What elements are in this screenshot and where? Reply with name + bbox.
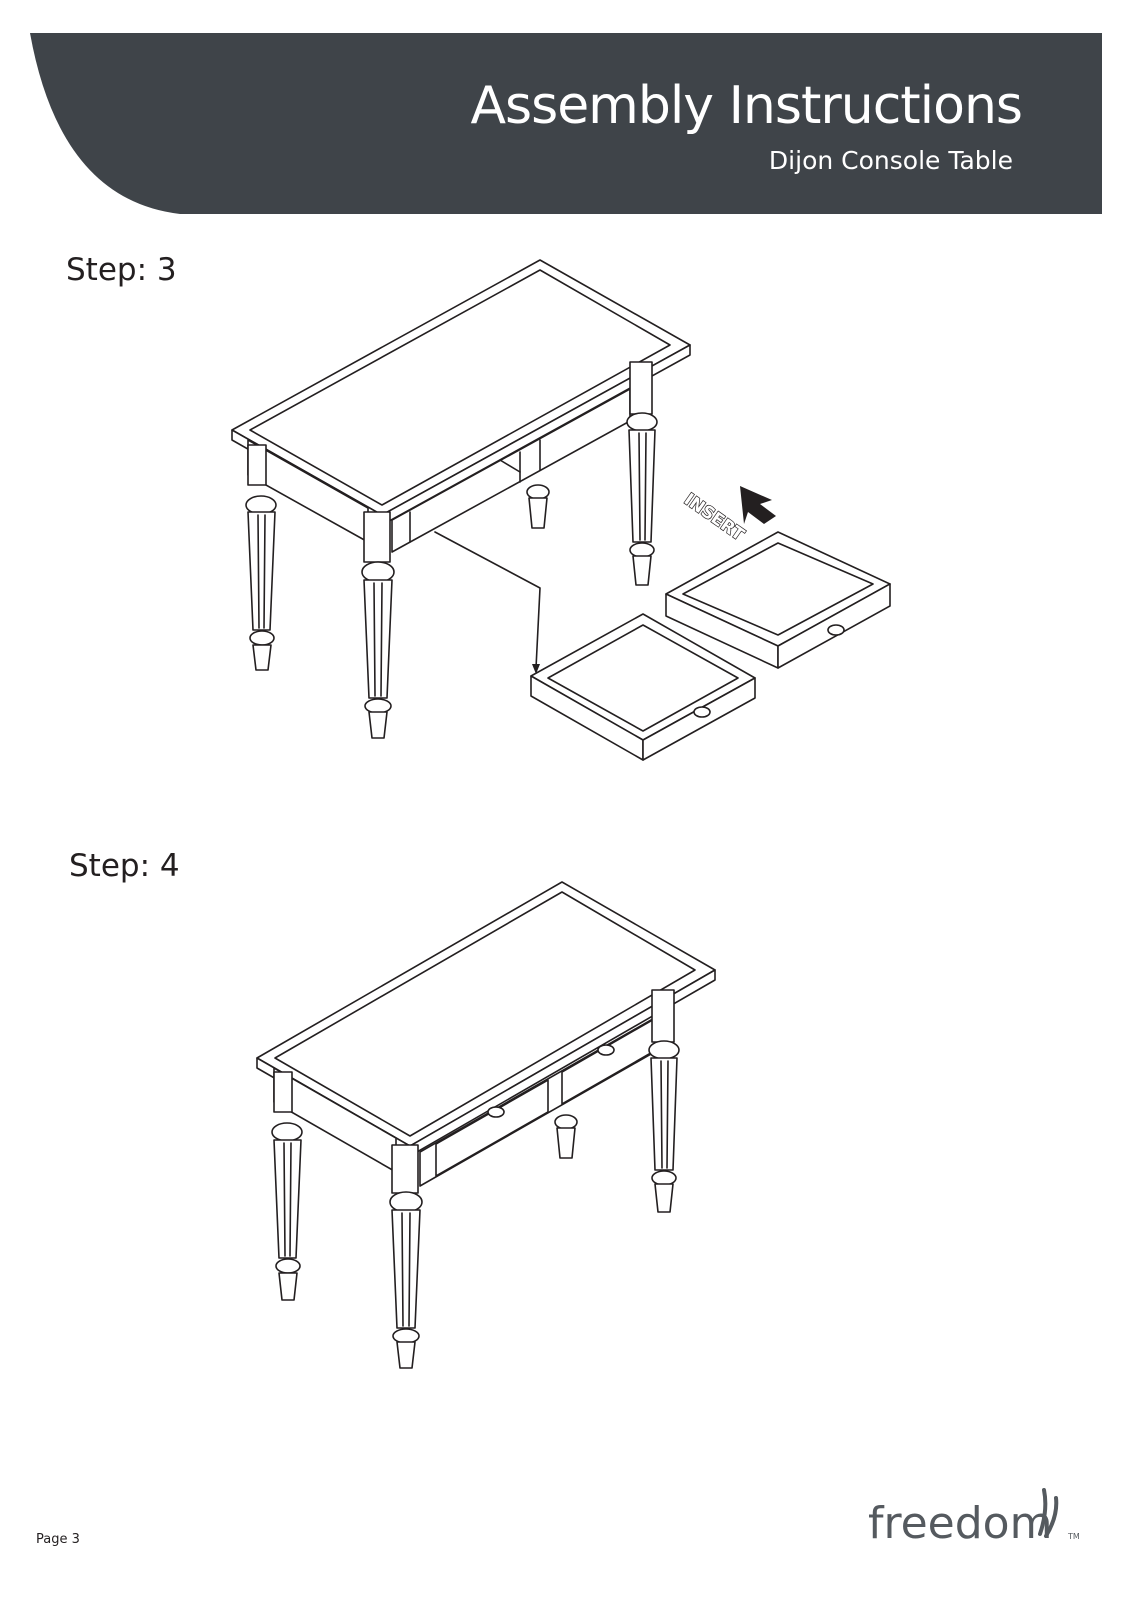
drawer-knob-left: [487, 1106, 505, 1118]
header-band: [0, 0, 1132, 220]
product-name: Dijon Console Table: [768, 146, 1013, 175]
step-4-label: Step: 4: [69, 848, 180, 884]
brand-swoosh-icon: [1038, 1488, 1059, 1538]
brand-name: freedom: [868, 1498, 1053, 1549]
drawer-1-knob: [693, 706, 711, 718]
assembled-table-legs: [271, 989, 680, 1369]
insert-arrow-icon: [740, 486, 776, 524]
drawer-2-knob: [827, 624, 845, 636]
drawer-2: [665, 531, 891, 669]
drawer-1: [530, 613, 756, 761]
step-3-label: Step: 3: [66, 252, 177, 288]
page-title: Assembly Instructions: [470, 76, 1023, 136]
step-4-illustration: [0, 870, 1132, 1390]
page-number: Page 3: [36, 1532, 80, 1547]
guide-line: [434, 531, 541, 669]
brand-logo: freedom TM: [868, 1488, 1088, 1558]
step-3-illustration: INSERT: [0, 250, 1132, 790]
guide-arrowhead: [532, 664, 540, 674]
insert-annotation: INSERT: [680, 490, 748, 546]
table-legs: [245, 361, 658, 739]
drawer-knob-right: [597, 1044, 615, 1056]
trademark: TM: [1068, 1532, 1080, 1541]
header-background: [30, 33, 1102, 214]
